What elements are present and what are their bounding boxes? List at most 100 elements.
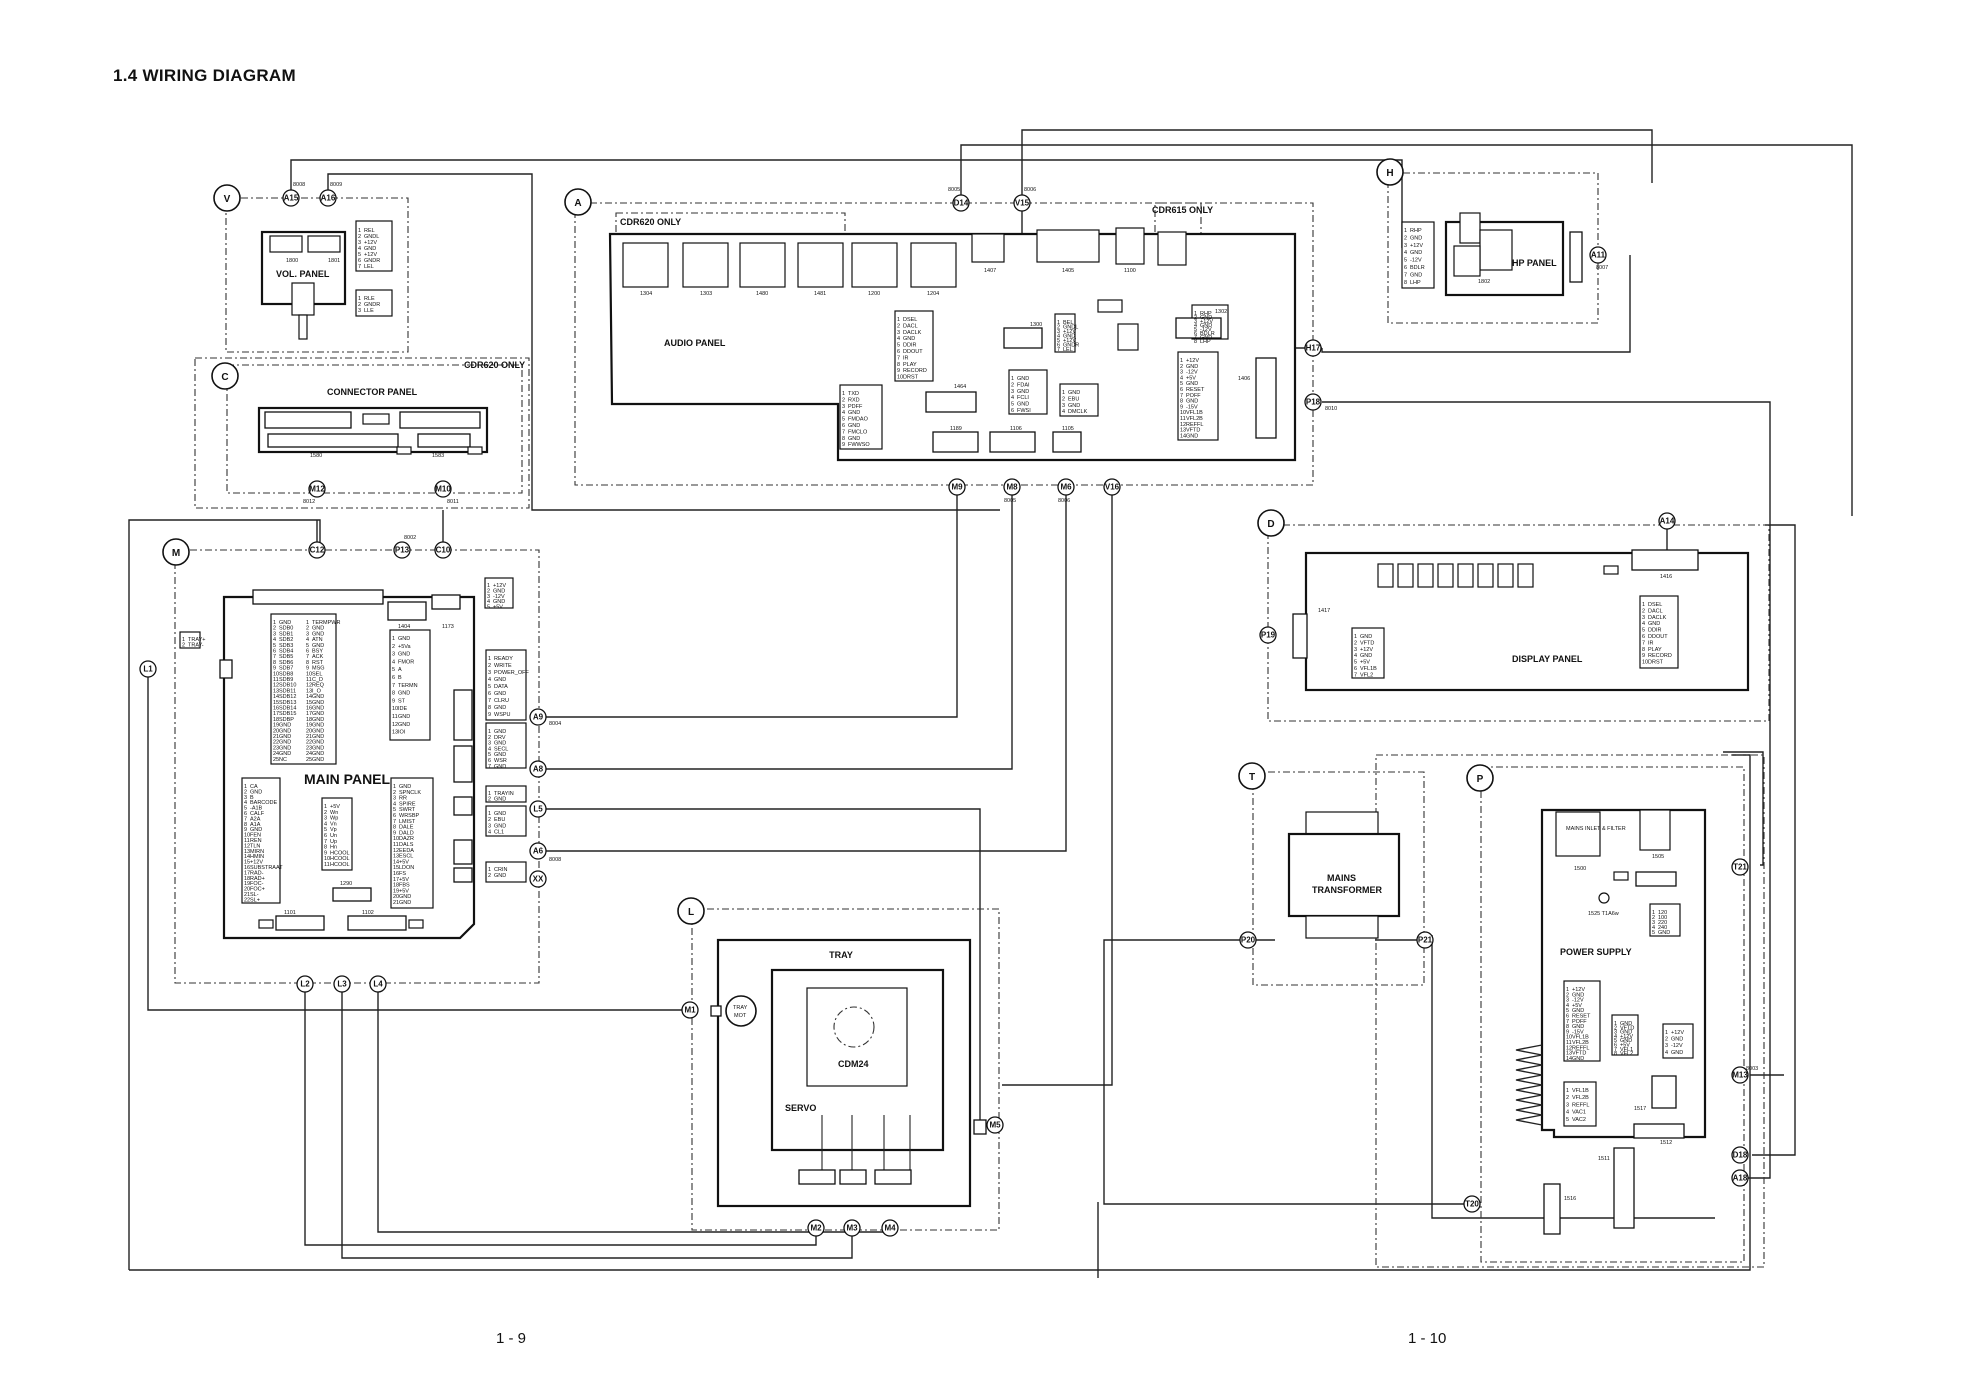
pin-number: 5 — [1404, 258, 1407, 264]
pin-number: 5 — [358, 252, 361, 258]
pin-number: 19 — [273, 723, 279, 729]
conn-a14: A14 — [1658, 512, 1676, 530]
svg-text:DISPLAY PANEL: DISPLAY PANEL — [1512, 654, 1583, 664]
pin-number: 8 — [393, 825, 396, 831]
pin-label: VFL2B — [1572, 1095, 1589, 1101]
pin-number: 4 — [1354, 653, 1357, 659]
pin-number: 3 — [1354, 647, 1357, 653]
pin-number: 6 — [393, 813, 396, 819]
pin-label: IR — [903, 355, 909, 361]
pin-number: 7 — [306, 654, 309, 660]
pin-number: 4 — [1614, 1034, 1617, 1040]
conn-m8: M8 — [1003, 478, 1021, 496]
pin-label: POFF — [1186, 393, 1201, 399]
pin-label: C_D — [312, 677, 323, 683]
pin-label: VFL2 — [1620, 1051, 1633, 1057]
pin-number: 9 — [244, 827, 247, 833]
pin-number: 5 — [1011, 402, 1014, 408]
pin-number: 4 — [273, 637, 276, 643]
svg-text:8006: 8006 — [1058, 498, 1070, 504]
pin-number: 1 — [244, 784, 247, 790]
svg-text:1302: 1302 — [1215, 309, 1227, 315]
pin-label: GND — [1017, 389, 1029, 395]
svg-text:CDR620 ONLY: CDR620 ONLY — [464, 360, 525, 370]
svg-text:C: C — [221, 372, 228, 383]
conn-xx: XX — [529, 870, 547, 888]
conn-p21: P21 — [1416, 931, 1434, 949]
pin-label: MSG — [312, 666, 325, 672]
svg-text:8007: 8007 — [1596, 265, 1608, 271]
vol-panel: 1800 1801 VOL. PANEL — [260, 220, 393, 340]
svg-text:MOT: MOT — [734, 1013, 747, 1019]
cable-numbers: 8008 8009 8005 8006 8007 8010 8012 8011 … — [293, 182, 1758, 1072]
pin-number: 7 — [897, 355, 900, 361]
pin-label: GNDR — [364, 302, 380, 308]
pin-number: 6 — [1614, 1043, 1617, 1049]
svg-text:1802: 1802 — [1478, 279, 1490, 285]
pin-label: Hn — [330, 845, 337, 851]
conn-m9: M9 — [948, 478, 966, 496]
pin-label: PLAY — [1648, 647, 1662, 653]
pin-number: 21 — [273, 734, 279, 740]
svg-text:M5: M5 — [989, 1121, 1001, 1130]
svg-text:1102: 1102 — [362, 910, 374, 916]
conn-l5: L5 — [529, 800, 547, 818]
svg-text:A16: A16 — [321, 194, 336, 203]
pin-label: POFF — [1572, 1019, 1587, 1025]
pin-label: +5V — [1360, 660, 1370, 666]
svg-text:A: A — [574, 198, 581, 209]
pin-number: 9 — [392, 698, 395, 704]
conn-l3: L3 — [333, 975, 351, 993]
pin-number: 1 — [324, 804, 327, 810]
pin-number: 3 — [1665, 1043, 1668, 1049]
pin-number: 5 — [1566, 1008, 1569, 1014]
pin-label: GND — [1068, 403, 1080, 409]
svg-text:1580: 1580 — [310, 453, 322, 459]
pin-number: 11 — [1180, 416, 1186, 422]
pin-label: SDB2 — [279, 637, 293, 643]
pin-label: DALD — [399, 830, 414, 836]
pin-label: +5V — [1186, 375, 1196, 381]
pin-table-audio-a9: TXD1RXD2PDFF3GND4FMDAO5GND6FMCLO7GND8FWW… — [842, 391, 870, 448]
pin-label: HMIN — [250, 854, 264, 860]
conn-m2: M2 — [807, 1219, 825, 1237]
pin-label: GND — [1410, 272, 1422, 278]
pin-label: FOC+ — [250, 887, 265, 893]
pin-number: 2 — [1194, 315, 1197, 321]
pin-label: GND — [1200, 323, 1212, 329]
pin-label: GND — [494, 729, 506, 735]
pin-number: 3 — [306, 631, 309, 637]
pin-label: +12V — [364, 240, 377, 246]
pin-label: SPIRE — [399, 801, 416, 807]
pin-label: GND — [312, 734, 324, 740]
pin-number: 3 — [1652, 920, 1655, 926]
pin-number: 3 — [244, 795, 247, 801]
pin-label: ST — [398, 698, 406, 704]
svg-text:1404: 1404 — [398, 624, 410, 630]
pin-number: 11 — [392, 714, 398, 720]
pin-number: 1 — [306, 620, 309, 626]
pin-number: 22 — [244, 897, 250, 903]
pin-label: REL — [364, 228, 375, 234]
pin-number: 8 — [244, 822, 247, 828]
pin-number: 6 — [306, 649, 309, 655]
pin-number: 2 — [1062, 396, 1065, 402]
pin-number: 2 — [244, 789, 247, 795]
pin-label: VAC1 — [1572, 1110, 1586, 1116]
pin-label: CL1 — [494, 830, 504, 836]
conn-m10: M10 — [434, 480, 452, 498]
pin-label: SDB5 — [279, 654, 293, 660]
section-c: C — [211, 362, 239, 390]
pin-label: GND — [399, 784, 411, 790]
pin-number: 10 — [306, 671, 312, 677]
pin-label: GND — [312, 631, 324, 637]
pin-label: SUBSTRAAT — [250, 865, 283, 871]
pin-number: 6 — [392, 675, 395, 681]
pin-label: +12V — [1671, 1030, 1684, 1036]
pin-number: 4 — [1057, 334, 1060, 340]
pin-label: GNDR — [364, 258, 380, 264]
pin-number: 2 — [358, 302, 361, 308]
